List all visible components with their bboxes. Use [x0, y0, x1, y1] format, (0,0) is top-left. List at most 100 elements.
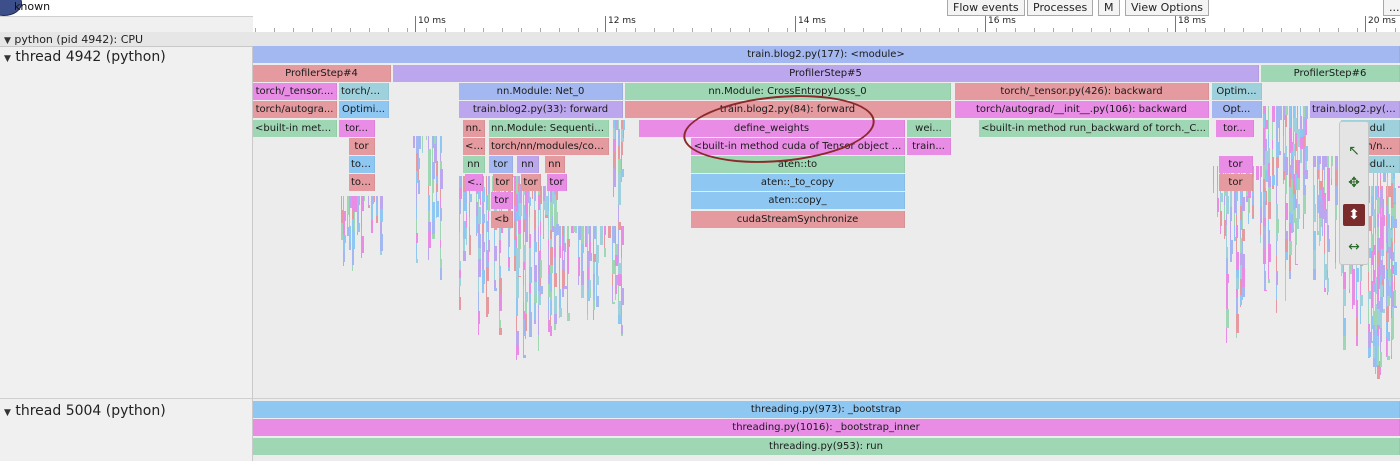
slice[interactable]: torch/op... — [339, 83, 389, 100]
slice[interactable]: tor — [489, 156, 513, 173]
slice[interactable]: tor — [349, 138, 375, 155]
thin-slice — [1297, 178, 1300, 190]
slice[interactable]: tor — [491, 192, 513, 209]
thin-slice — [529, 312, 532, 323]
slice[interactable]: train... — [907, 138, 951, 155]
slice[interactable]: <bu — [463, 138, 485, 155]
expand-triangle-icon[interactable]: ▼ — [4, 36, 11, 46]
slice[interactable]: torch/autogra... — [253, 101, 337, 118]
thin-slice — [1263, 218, 1266, 226]
collapse-triangle-icon[interactable]: ▼ — [4, 54, 11, 64]
ruler-minor-tick — [1224, 28, 1225, 32]
thin-slice — [564, 286, 567, 289]
slice-profiler-step-4[interactable]: ProfilerStep#4 — [253, 65, 391, 82]
slice[interactable]: <built-in metho... — [253, 120, 337, 137]
more-menu-button[interactable]: ... — [1383, 0, 1400, 16]
thin-slice — [567, 264, 569, 274]
thread-4942-track[interactable]: train.blog2.py(177): <module> ProfilerSt… — [253, 46, 1400, 398]
slice[interactable]: Optimi... — [339, 101, 389, 118]
slice-aten-to[interactable]: aten::to — [691, 156, 905, 173]
slice-cuda-stream-synchronize[interactable]: cudaStreamSynchronize — [691, 211, 905, 228]
slice[interactable]: tor... — [339, 120, 375, 137]
slice[interactable]: wei... — [907, 120, 951, 137]
slice-backward[interactable]: torch/_tensor.py(426): backward — [955, 83, 1209, 100]
slice[interactable]: Optim... — [1212, 83, 1262, 100]
view-options-button[interactable]: View Options — [1125, 0, 1210, 16]
time-ruler[interactable]: 10 ms 12 ms 14 ms 16 ms 18 ms 20 ms — [253, 16, 1400, 33]
slice[interactable]: tor — [1219, 174, 1253, 191]
thin-slice — [552, 204, 553, 216]
slice[interactable]: tor... — [1216, 120, 1254, 137]
slice[interactable]: <b — [491, 211, 513, 228]
slice-cross-entropy-loss[interactable]: nn.Module: CrossEntropyLoss_0 — [625, 83, 951, 100]
thin-slice — [1276, 128, 1278, 142]
thin-slice — [1392, 242, 1393, 252]
slice-aten-copy[interactable]: aten::copy_ — [691, 192, 905, 209]
slice[interactable]: tor — [493, 174, 513, 191]
slice[interactable]: tor — [1219, 156, 1253, 173]
slice[interactable]: tor — [547, 174, 567, 191]
slice[interactable]: nn — [463, 156, 485, 173]
thin-slice — [559, 246, 561, 258]
slice-forward[interactable]: train.blog2.py(33): forward — [459, 101, 623, 118]
thin-slice — [1373, 166, 1374, 184]
flow-events-button[interactable]: Flow events — [947, 0, 1025, 16]
thin-slice — [618, 120, 619, 129]
thin-slice — [618, 263, 621, 274]
slice-define-weights[interactable]: define_weights — [639, 120, 905, 137]
slice[interactable]: nn — [517, 156, 539, 173]
slice-module[interactable]: train.blog2.py(177): <module> — [253, 46, 1400, 63]
slice-autograd-backward[interactable]: torch/autograd/__init__.py(106): backwar… — [955, 101, 1209, 118]
thin-slice — [1293, 194, 1295, 210]
thin-slice — [1392, 196, 1395, 214]
slice-cuda-method[interactable]: <built-in method cuda of Tensor object .… — [691, 138, 905, 155]
slice[interactable]: Opt... — [1212, 101, 1262, 118]
slice-profiler-step-6[interactable]: ProfilerStep#6 — [1261, 65, 1400, 82]
ruler-minor-tick — [1167, 28, 1168, 32]
slice[interactable]: torch/nn/modules/cont... — [489, 138, 609, 155]
slice[interactable]: tor — [521, 174, 541, 191]
ruler-tick-label: 10 ms — [418, 16, 446, 26]
thin-slice — [512, 176, 514, 177]
slice-aten-to-copy[interactable]: aten::_to_copy — [691, 174, 905, 191]
thread-label-4942[interactable]: ▼ thread 4942 (python) — [4, 49, 166, 65]
thin-slice — [587, 234, 588, 251]
slice[interactable]: train.blog2.py(3... — [1310, 101, 1400, 118]
thin-slice — [357, 232, 358, 235]
metadata-button[interactable]: M — [1098, 0, 1120, 16]
thin-slice — [1331, 166, 1332, 179]
timing-mode-icon[interactable]: ↔ — [1348, 239, 1360, 255]
slice[interactable]: nn. — [463, 120, 485, 137]
slice[interactable]: torch/_tensor.... — [253, 83, 337, 100]
collapse-triangle-icon[interactable]: ▼ — [4, 408, 11, 418]
slice-run[interactable]: threading.py(953): run — [253, 438, 1400, 455]
process-label[interactable]: ▼ python (pid 4942): CPU — [4, 33, 143, 46]
slice[interactable]: nn — [545, 156, 565, 173]
zoom-mode-icon[interactable]: ⬍ — [1343, 204, 1365, 226]
ruler-minor-tick — [1091, 28, 1092, 32]
thin-slice — [1268, 202, 1271, 219]
thin-slice — [618, 286, 619, 301]
slice-profiler-step-5[interactable]: ProfilerStep#5 — [393, 65, 1259, 82]
slice-bootstrap-inner[interactable]: threading.py(1016): _bootstrap_inner — [253, 419, 1400, 436]
thin-slice — [550, 315, 551, 326]
slice[interactable]: tor... — [349, 174, 375, 191]
slice-forward-84[interactable]: train.blog2.py(84): forward — [625, 101, 951, 118]
pan-mode-icon[interactable]: ✥ — [1348, 175, 1360, 191]
process-header[interactable] — [0, 32, 1400, 47]
slice-run-backward[interactable]: <built-in method run_backward of torch._… — [979, 120, 1209, 137]
slice-net-0[interactable]: nn.Module: Net_0 — [459, 83, 623, 100]
thread-5004-track[interactable]: threading.py(973): _bootstrap threading.… — [253, 399, 1400, 461]
selection-mode-icon[interactable]: ↖ — [1348, 143, 1360, 159]
thread-label-5004[interactable]: ▼ thread 5004 (python) — [4, 403, 166, 419]
thin-slice — [1300, 149, 1302, 163]
slice[interactable]: <b — [465, 174, 483, 191]
thin-slice — [482, 233, 484, 242]
thin-slice — [1391, 166, 1393, 183]
thin-slice — [1377, 227, 1379, 238]
slice-sequential-0[interactable]: nn.Module: Sequential_0 — [489, 120, 609, 137]
processes-button[interactable]: Processes — [1027, 0, 1094, 16]
slice[interactable]: tor... — [349, 156, 375, 173]
slice-bootstrap[interactable]: threading.py(973): _bootstrap — [253, 401, 1400, 418]
thin-slice — [1263, 147, 1265, 165]
